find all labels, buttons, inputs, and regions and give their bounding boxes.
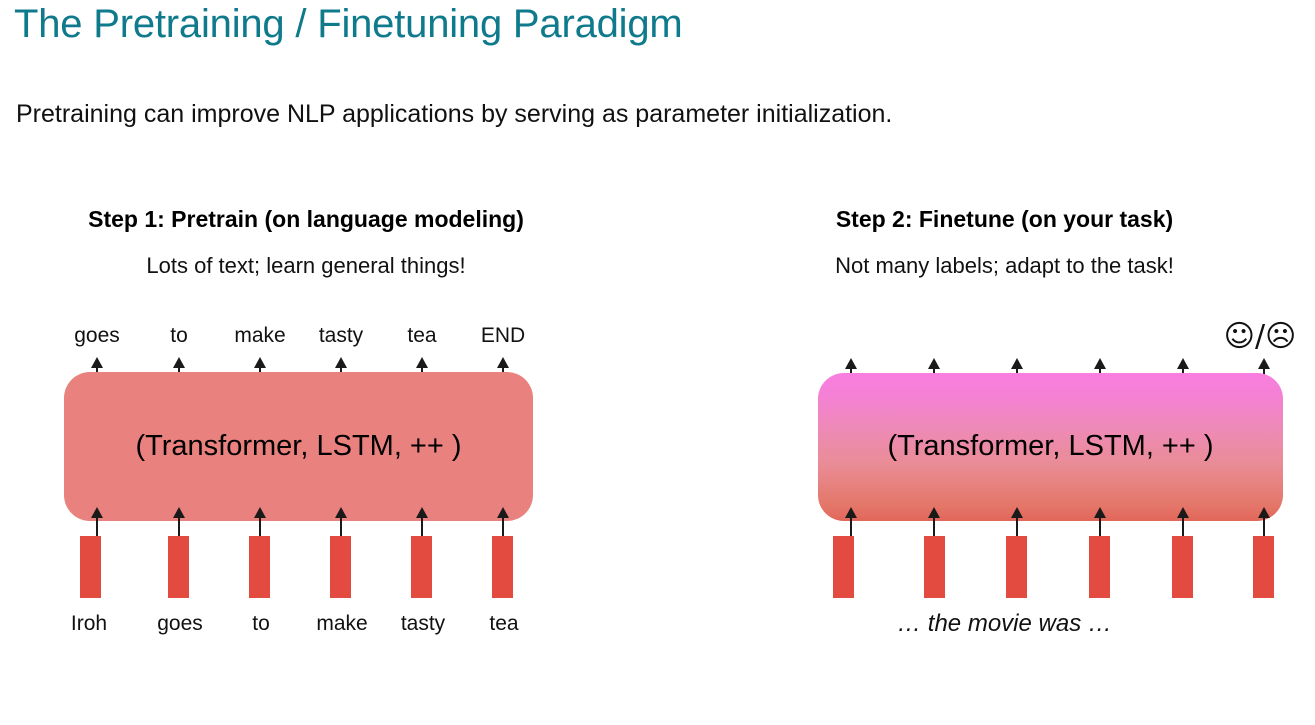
input-token-bar [833,536,854,598]
step1-caption: Lots of text; learn general things! [146,253,466,278]
step2-heading: Step 2: Finetune (on your task) [835,206,1174,232]
input-token-bar [330,536,351,598]
input-token-bar [1172,536,1193,598]
input-token-label: make [316,612,368,635]
output-token-label: tasty [318,324,364,347]
input-arrow-icon [254,507,266,543]
input-arrow-icon [1258,507,1270,543]
input-token-bar [411,536,432,598]
input-token-bar [1089,536,1110,598]
output-token-label: make [234,324,286,347]
page-title: The Pretraining / Finetuning Paradigm [14,2,683,46]
finetune-model-box: (Transformer, LSTM, ++ ) [818,373,1283,521]
finetune-input-sentence: … the movie was … [897,610,1112,637]
finetune-diagram: ☺/☹ (Transformer, LSTM, ++ ) … the movie… [660,0,1315,725]
input-token-bar [249,536,270,598]
input-token-bar [924,536,945,598]
input-arrow-icon [845,507,857,543]
input-token-label: goes [157,612,203,635]
pretrain-model-label: (Transformer, LSTM, ++ ) [135,429,462,462]
input-arrow-icon [1011,507,1023,543]
step2-caption: Not many labels; adapt to the task! [835,253,1174,278]
input-arrow-icon [928,507,940,543]
input-arrow-icon [335,507,347,543]
pretrain-column: Step 1: Pretrain (on language modeling) … [64,206,533,635]
input-token-bar [1253,536,1274,598]
output-token-label: to [170,324,188,347]
pretrain-diagram: goes to make tasty tea END (Transformer,… [64,324,533,635]
pretrain-model-box: (Transformer, LSTM, ++ ) [64,372,533,521]
input-arrow-icon [1094,507,1106,543]
input-token-bar [168,536,189,598]
slide-subtitle: Pretraining can improve NLP applications… [16,100,893,128]
output-token-label: END [480,324,526,347]
input-token-label: tasty [400,612,446,635]
step1-heading: Step 1: Pretrain (on language modeling) [88,206,524,232]
sentiment-emoji-label: ☺/☹ [1223,319,1297,354]
input-arrow-icon [497,507,509,543]
input-token-label: to [252,612,270,635]
input-token-bar [80,536,101,598]
input-arrow-icon [173,507,185,543]
input-token-label: tea [489,612,519,635]
input-arrow-icon [1177,507,1189,543]
input-token-label: Iroh [70,612,108,635]
input-arrow-icon [91,507,103,543]
output-token-label: goes [74,324,120,347]
finetune-column: Step 2: Finetune (on your task) Not many… [660,0,1315,725]
output-token-label: tea [407,324,437,347]
finetune-model-label: (Transformer, LSTM, ++ ) [887,429,1214,462]
input-token-bar [492,536,513,598]
input-token-bar [1006,536,1027,598]
input-arrow-icon [416,507,428,543]
